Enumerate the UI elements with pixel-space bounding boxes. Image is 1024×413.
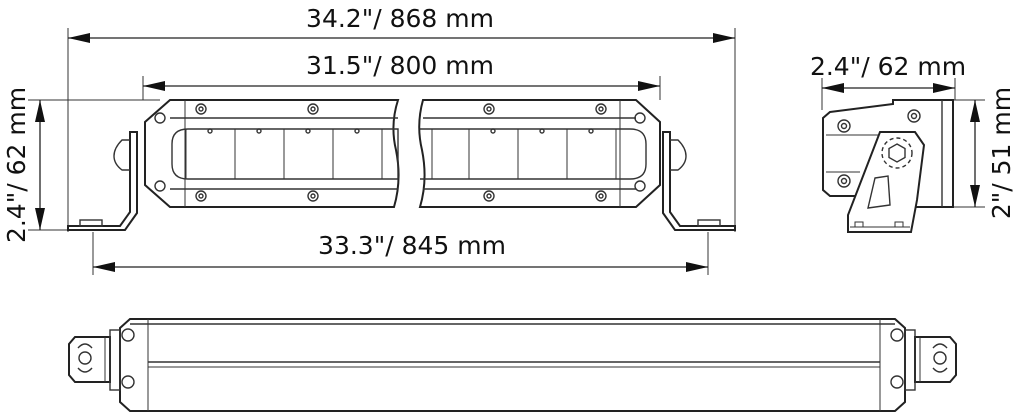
front-view (28, 28, 736, 275)
dimension-body: 31.5"/ 800 mm (143, 51, 660, 91)
front-height-label: 2.4"/ 62 mm (2, 87, 31, 243)
side-height-label: 2"/ 51 mm (987, 87, 1016, 219)
dimension-side-height: 2"/ 51 mm (970, 87, 1016, 219)
side-depth-label: 2.4"/ 62 mm (810, 52, 966, 81)
body-length-label: 31.5"/ 800 mm (306, 51, 494, 80)
top-view (68, 318, 957, 412)
screw-icons (154, 103, 646, 202)
dimension-overall: 34.2"/ 868 mm (68, 4, 735, 43)
dimension-side-depth: 2.4"/ 62 mm (810, 52, 966, 93)
overall-length-label: 34.2"/ 868 mm (306, 4, 494, 33)
dimension-mount: 33.3"/ 845 mm (93, 231, 708, 272)
side-view (821, 78, 985, 233)
mount-spacing-label: 33.3"/ 845 mm (318, 231, 506, 260)
dimension-front-height: 2.4"/ 62 mm (2, 87, 45, 243)
